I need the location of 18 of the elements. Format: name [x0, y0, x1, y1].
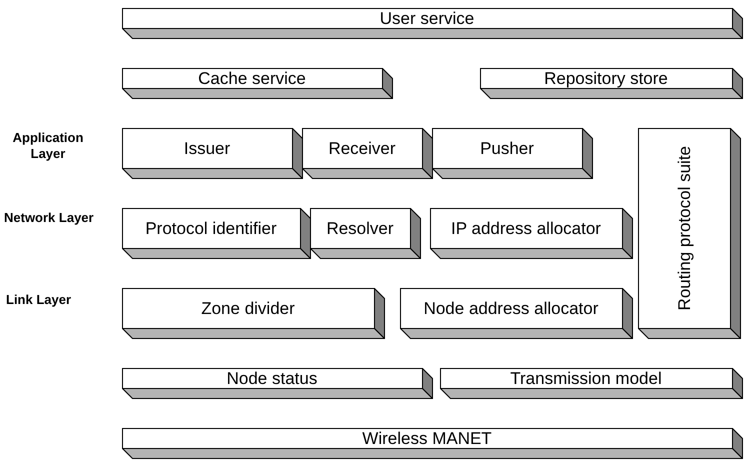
- block-label: Wireless MANET: [362, 428, 492, 448]
- block-label: Repository store: [544, 68, 668, 88]
- block-label: Protocol identifier: [145, 218, 277, 238]
- block-label: Zone divider: [201, 298, 295, 318]
- block-label: Node address allocator: [424, 298, 598, 318]
- block-label: Transmission model: [510, 368, 662, 388]
- block-label: Node status: [226, 368, 318, 388]
- block-label: IP address allocator: [451, 218, 601, 238]
- layer-name: Link Layer: [6, 292, 72, 308]
- block-label: Cache service: [198, 68, 306, 88]
- block-label: Receiver: [328, 138, 396, 158]
- layer-name: Network Layer: [4, 210, 95, 226]
- block-label: Issuer: [184, 138, 230, 158]
- layer-name: Application Layer: [12, 130, 84, 162]
- block-label: Pusher: [480, 138, 534, 158]
- block-label: Routing protocol suite: [674, 146, 694, 310]
- block-label: User service: [380, 8, 474, 28]
- block-label: Resolver: [326, 218, 394, 238]
